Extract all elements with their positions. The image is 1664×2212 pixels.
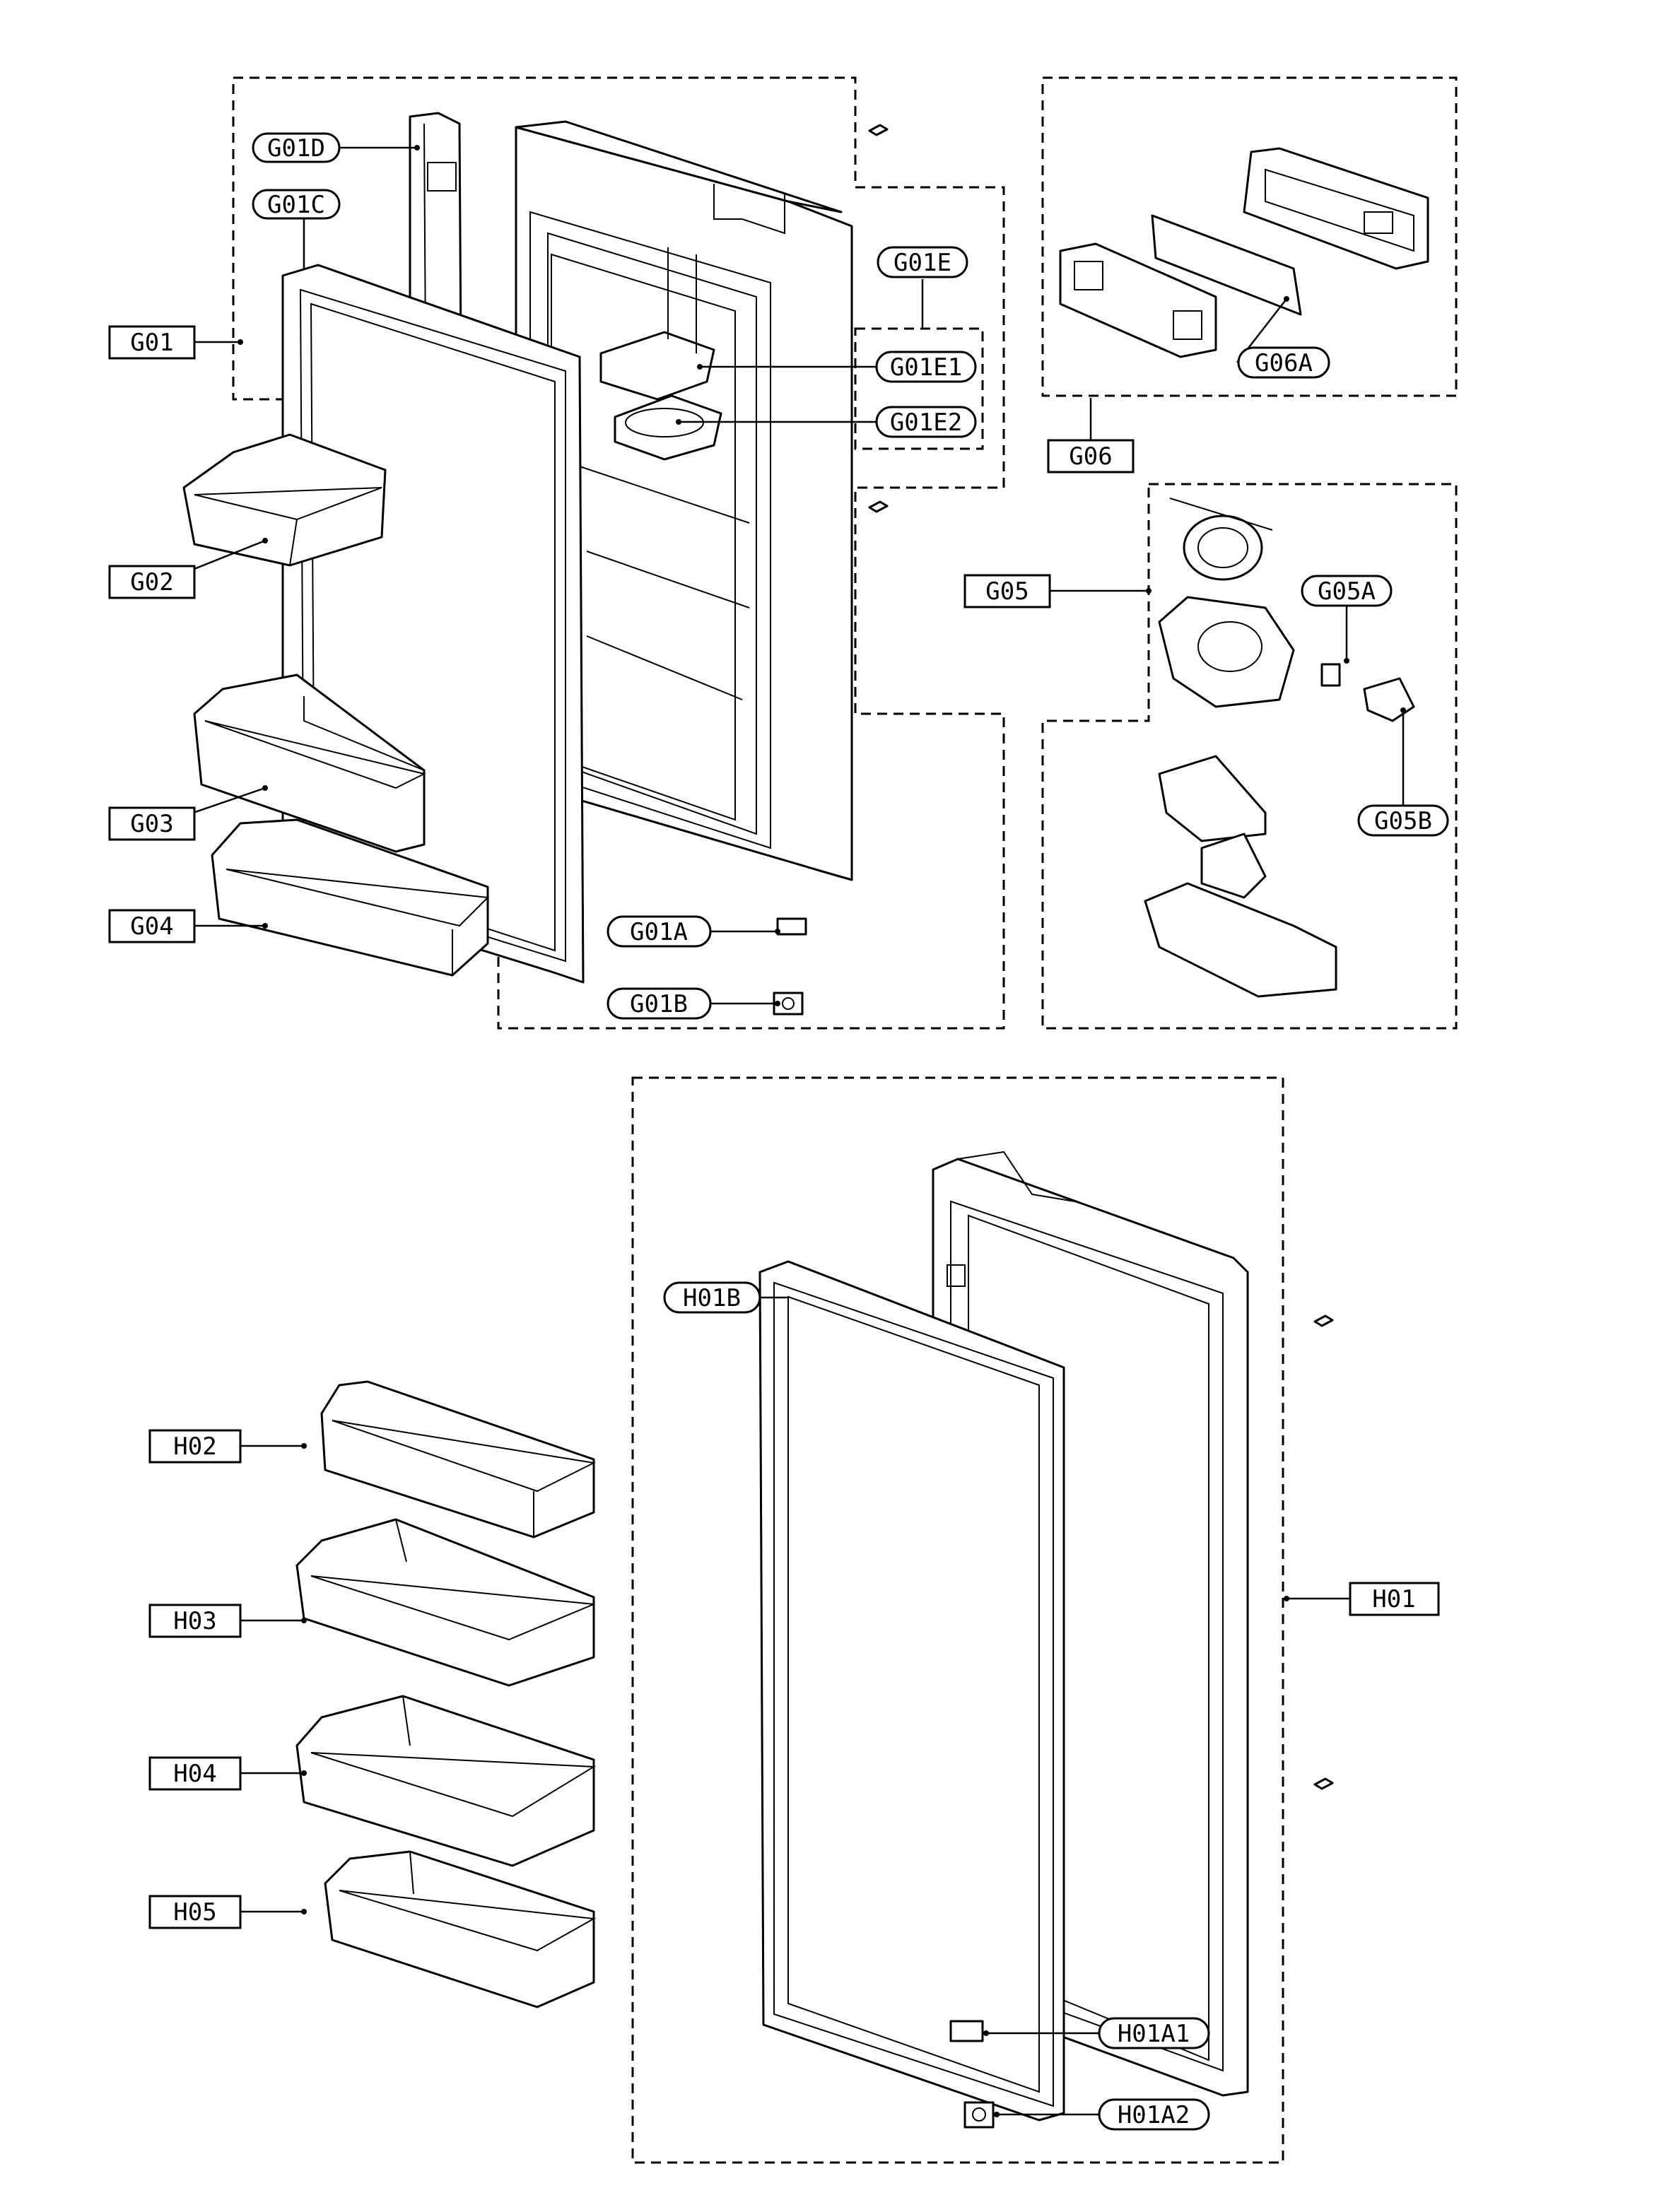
callout-g01: G01 (108, 325, 196, 360)
callout-g03: G03 (108, 806, 196, 841)
callout-g02: G02 (108, 565, 196, 599)
callout-g06a: G06A (1237, 346, 1330, 379)
h01b-gasket (758, 1260, 1065, 2122)
label-g05b: G05B (1374, 807, 1432, 835)
h05-door-bin (324, 1850, 597, 2008)
label-g04: G04 (130, 912, 173, 941)
label-h01a1: H01A1 (1118, 2020, 1190, 2048)
label-g05: G05 (985, 577, 1029, 606)
label-h02: H02 (173, 1432, 216, 1461)
callout-h01a2: H01A2 (1098, 2098, 1210, 2131)
g06-assembly (1059, 147, 1429, 358)
callout-g01c: G01C (252, 189, 341, 220)
label-h05: H05 (173, 1898, 216, 1926)
callout-g05b: G05B (1357, 804, 1449, 837)
label-h01a2: H01A2 (1118, 2101, 1190, 2129)
label-h04: H04 (173, 1760, 216, 1788)
g02-door-bin (182, 433, 387, 567)
h02-door-bin (320, 1380, 597, 1539)
callout-g04: G04 (108, 909, 196, 943)
g06-group-outline (1041, 76, 1458, 397)
label-g02: G02 (130, 568, 173, 596)
label-g01b: G01B (630, 990, 688, 1018)
label-g01a: G01A (630, 918, 688, 946)
callout-h01b: H01B (663, 1281, 761, 1314)
label-g06a: G06A (1255, 349, 1313, 377)
h04-door-bin (295, 1695, 597, 1867)
label-g03: G03 (130, 810, 173, 838)
callout-g06: G06 (1047, 439, 1135, 473)
h03-door-bin (295, 1518, 595, 1687)
h01-group-outline (631, 1076, 1284, 2164)
callout-g01a: G01A (607, 915, 712, 948)
g04-door-bin (211, 818, 490, 977)
callout-h01a1: H01A1 (1098, 2017, 1210, 2049)
g03-door-bin (193, 673, 426, 853)
label-g01e2: G01E2 (890, 408, 962, 437)
label-h01: H01 (1372, 1585, 1415, 1613)
leader-lines (156, 146, 1405, 2116)
label-g01: G01 (130, 329, 173, 357)
label-h03: H03 (173, 1607, 216, 1635)
g01e-group-outline (854, 327, 984, 450)
callout-g01d: G01D (252, 132, 341, 163)
callout-h01: H01 (1349, 1582, 1440, 1616)
callout-g05: G05 (963, 574, 1051, 608)
label-g06: G06 (1069, 442, 1112, 471)
callout-h03: H03 (148, 1604, 242, 1638)
h01-small-parts (949, 1314, 1334, 2129)
callout-h05: H05 (148, 1895, 242, 1929)
label-g01d: G01D (267, 134, 325, 163)
callout-g01e: G01E (877, 246, 968, 278)
label-g01e1: G01E1 (890, 353, 962, 382)
label-g05a: G05A (1318, 577, 1376, 606)
callout-g01e1: G01E1 (875, 351, 977, 383)
callout-h04: H04 (148, 1756, 242, 1791)
g05-group-outline (1041, 483, 1458, 1030)
g01-door-liner (515, 120, 853, 881)
label-h01b: H01B (683, 1284, 741, 1312)
callout-g05a: G05A (1301, 575, 1393, 607)
label-g01e: G01E (893, 249, 951, 277)
label-g01c: G01C (267, 191, 325, 219)
callout-g01b: G01B (607, 987, 712, 1020)
leader-dots (238, 145, 1406, 2117)
callout-h02: H02 (148, 1429, 242, 1464)
callout-g01e2: G01E2 (875, 406, 977, 438)
g05-assembly (1144, 498, 1415, 998)
